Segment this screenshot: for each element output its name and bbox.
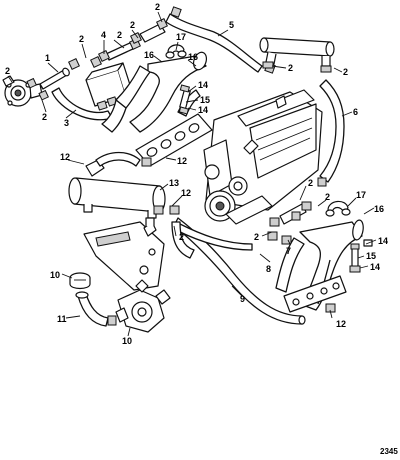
callout-2: 2 — [179, 232, 184, 242]
callout-2: 2 — [79, 34, 84, 44]
connector-fitting — [130, 18, 168, 44]
elbow-part-17-lower — [325, 200, 351, 217]
callout-3: 3 — [64, 118, 69, 128]
callout-7: 7 — [286, 246, 291, 256]
callout-2: 2 — [130, 20, 135, 30]
callout-12: 12 — [177, 156, 187, 166]
callout-2: 2 — [117, 30, 122, 40]
callout-12: 12 — [181, 188, 191, 198]
callout-12: 12 — [336, 319, 346, 329]
callout-16: 16 — [188, 52, 198, 62]
hose-part-9 — [173, 217, 306, 325]
callout-14: 14 — [370, 262, 380, 272]
filler-cap-part-10 — [69, 272, 91, 290]
callout-14: 14 — [198, 105, 208, 115]
hose-part-4 — [98, 38, 141, 62]
hose-part-1 — [39, 67, 70, 90]
callout-11: 11 — [57, 314, 67, 324]
callout-labels: 1 2 2 3 2 4 2 2 2 5 17 16 16 14 15 14 2 … — [5, 2, 388, 346]
callout-2: 2 — [288, 63, 293, 73]
leader-lines — [7, 11, 377, 337]
callout-13: 13 — [169, 178, 179, 188]
drain-fitting-lower — [349, 239, 373, 273]
exhaust-manifold-upper — [101, 51, 208, 133]
callout-15: 15 — [366, 251, 376, 261]
hose-part-6 — [317, 79, 345, 187]
callout-8: 8 — [266, 264, 271, 274]
elbow-part-17-upper — [165, 44, 187, 59]
callout-15: 15 — [200, 95, 210, 105]
callout-16: 16 — [374, 204, 384, 214]
callout-12: 12 — [60, 152, 70, 162]
heat-exchanger-part-13 — [68, 159, 180, 219]
hose-part-11 — [75, 291, 117, 327]
connector-tube-right — [267, 201, 312, 245]
clamp — [90, 56, 102, 68]
clamp — [38, 89, 49, 101]
callout-6: 6 — [353, 107, 358, 117]
circulating-pump-part-10 — [115, 279, 171, 333]
seawater-pump-assembly — [2, 75, 43, 107]
hose-part-12-upper — [95, 151, 152, 167]
mounting-bracket — [83, 217, 165, 291]
hose-part-8 — [175, 223, 253, 251]
callout-10: 10 — [50, 270, 60, 280]
callout-14: 14 — [198, 80, 208, 90]
clamp — [68, 58, 80, 70]
engine-block — [203, 89, 323, 225]
clamp — [26, 77, 37, 89]
crossover-tube — [259, 37, 335, 73]
lower-manifold-flange — [283, 275, 347, 313]
callout-2: 2 — [5, 66, 10, 76]
callout-2: 2 — [42, 112, 47, 122]
callout-2: 2 — [308, 178, 313, 188]
drain-fitting-upper — [178, 84, 191, 115]
figure-number: 2345 — [380, 447, 398, 456]
callout-2: 2 — [254, 232, 259, 242]
callout-4: 4 — [101, 30, 106, 40]
callout-17: 17 — [356, 190, 366, 200]
callout-17: 17 — [176, 32, 186, 42]
callout-14: 14 — [378, 236, 388, 246]
callout-2: 2 — [155, 2, 160, 12]
callout-16: 16 — [144, 50, 154, 60]
hose-part-7 — [171, 221, 195, 259]
callout-1: 1 — [45, 53, 50, 63]
callout-2: 2 — [325, 192, 330, 202]
callout-9: 9 — [240, 294, 245, 304]
callout-10: 10 — [122, 336, 132, 346]
callout-2: 2 — [343, 67, 348, 77]
callout-5: 5 — [229, 20, 234, 30]
